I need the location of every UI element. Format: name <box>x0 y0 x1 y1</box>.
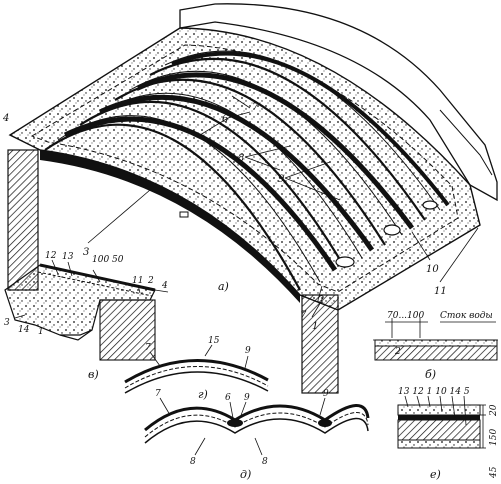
d-label-7: 7 <box>155 389 161 399</box>
d-label-6: 6 <box>225 393 231 403</box>
v-label-11: 11 <box>132 276 143 286</box>
label-7-top: 7 <box>252 102 259 113</box>
back-parapet <box>179 3 498 202</box>
v-label-1: 1 <box>38 327 44 337</box>
v-label-4: 4 <box>161 281 168 291</box>
b-label-2: 2 <box>394 347 401 357</box>
v-label-3: 3 <box>4 318 10 328</box>
b-label-water-drain: Сток воды <box>440 311 493 321</box>
left-wall <box>7 149 39 291</box>
d-label-9a: 9 <box>244 393 250 403</box>
subfig-label-g: г) <box>198 388 208 401</box>
v-label-13: 13 <box>62 252 74 262</box>
v-label-12: 12 <box>45 251 57 261</box>
detail-e: 13 12 1 10 14 5 20 150 45 е) <box>397 387 499 481</box>
subfig-label-e: е) <box>430 468 441 481</box>
e-label-45: 45 <box>489 466 499 479</box>
label-3: 3 <box>83 247 89 258</box>
b-label-70-100: 70...100 <box>387 311 424 321</box>
main-roof-view: 4 3 6 7 8 9 10 11 7 1 2 а) <box>2 3 498 394</box>
e-label-layers: 13 12 1 10 14 5 <box>398 387 470 397</box>
detail-d: 7 6 9 9 8 8 д) <box>144 389 370 481</box>
detail-v: 12 13 100 50 11 2 4 3 14 1 в) <box>4 251 169 381</box>
label-11: 11 <box>434 286 447 297</box>
g-label-15: 15 <box>208 336 220 346</box>
v-label-2: 2 <box>147 276 154 286</box>
main-leaders <box>87 95 479 318</box>
label-1: 1 <box>312 321 318 332</box>
label-6: 6 <box>222 114 229 125</box>
subfig-label-d: д) <box>240 468 251 481</box>
drain-funnels <box>335 200 438 268</box>
label-2: 2 <box>317 295 324 306</box>
label-9: 9 <box>278 174 285 185</box>
v-label-100: 100 <box>92 255 109 265</box>
label-4: 4 <box>2 113 9 124</box>
valley-ribs <box>63 51 450 272</box>
g-label-7: 7 <box>145 343 151 353</box>
e-label-150: 150 <box>489 429 499 446</box>
v-label-50: 50 <box>112 255 124 265</box>
d-label-9b: 9 <box>323 389 329 399</box>
detail-b: 70...100 Сток воды 2 б) <box>373 311 498 381</box>
subfig-label-b: б) <box>425 368 436 381</box>
d-label-8b: 8 <box>262 457 268 467</box>
detail-g: 7 15 9 г) <box>124 336 269 401</box>
label-8: 8 <box>238 153 244 164</box>
gutter-line <box>30 44 459 293</box>
e-label-20: 20 <box>489 404 499 417</box>
subfig-label-v: в) <box>88 368 99 381</box>
v-label-14: 14 <box>18 325 30 335</box>
g-label-9: 9 <box>245 346 251 356</box>
label-7-right: 7 <box>300 310 307 321</box>
subfig-label-a: а) <box>218 280 229 293</box>
label-10: 10 <box>426 264 439 275</box>
d-label-8a: 8 <box>190 457 196 467</box>
right-wall <box>301 294 339 394</box>
